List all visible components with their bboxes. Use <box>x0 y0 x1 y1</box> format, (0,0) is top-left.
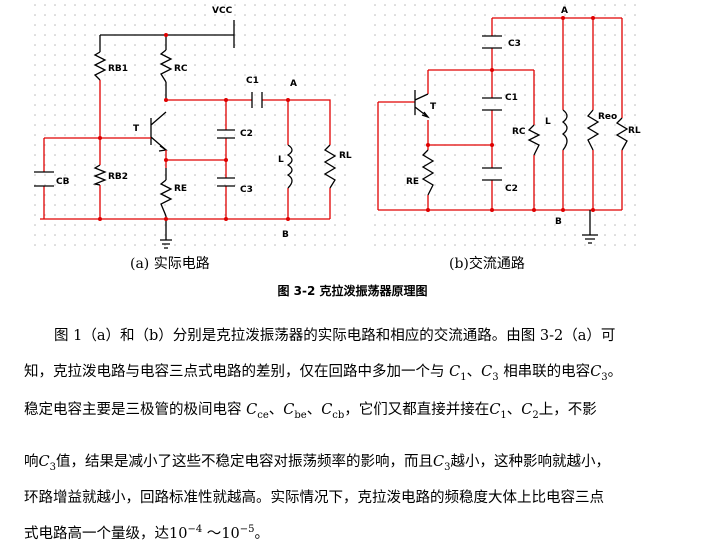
circuit-b <box>377 17 629 244</box>
label-a-t: T <box>133 124 140 134</box>
paragraph-line-5: 环路增益就越小，回路标准性就越高。实际情况下，克拉泼电路的频稳度大体上比电容三点 <box>24 490 604 506</box>
label-a-cb: CB <box>56 177 70 187</box>
paragraph-line-6: 式电路高一个量级，达10−4 ～10−5。 <box>24 524 270 542</box>
label-b-reo: Reo <box>598 112 617 122</box>
label-a-l: L <box>278 155 284 165</box>
label-a-c2: C2 <box>240 129 253 139</box>
sublabel-b: (b)交流通路 <box>449 255 525 272</box>
label-a-vcc: VCC <box>212 6 233 16</box>
paragraph-line-2: 知，克拉泼电路与电容三点式电路的差别，仅在回路中多加一个与 C1、C3 相串联的… <box>24 364 623 383</box>
paragraph-line-3: 稳定电容主要是三极管的极间电容 Cce、Cbe、Ccb，它们又都直接并接在C1、… <box>24 402 597 421</box>
label-b-rc: RC <box>512 127 526 137</box>
label-b-node-b: B <box>555 217 562 227</box>
label-b-t: T <box>430 102 437 112</box>
label-b-re: RE <box>406 177 419 187</box>
label-a-rc: RC <box>174 64 188 74</box>
paragraph-line-1: 图 1（a）和（b）分别是克拉泼振荡器的实际电路和相应的交流通路。由图 3-2（… <box>54 328 616 344</box>
grid-b <box>372 0 640 248</box>
label-b-c1: C1 <box>505 93 518 103</box>
label-b-rl: RL <box>628 126 641 136</box>
label-a-c3: C3 <box>240 185 253 195</box>
label-a-node-a: A <box>290 79 297 89</box>
label-a-node-b: B <box>282 230 289 240</box>
circuit-a <box>34 20 337 249</box>
circuit-figure: VCC RB1 RC C1 A T C2 CB RB2 L RL RE C3 B <box>32 0 641 272</box>
label-a-c1: C1 <box>246 76 259 86</box>
junction-dots-a <box>98 33 290 221</box>
paragraph-line-4: 响C3值，结果是减小了这些不稳定电容对振荡频率的影响，而且C3越小，这种影响就越… <box>24 454 610 473</box>
label-a-rb2: RB2 <box>108 172 128 182</box>
label-a-rb1: RB1 <box>108 64 128 74</box>
circuit-diagrams: VCC RB1 RC C1 A T C2 CB RB2 L RL RE C3 B <box>32 0 641 272</box>
label-b-l: L <box>545 117 551 127</box>
sublabel-a: (a) 实际电路 <box>130 256 210 272</box>
label-a-rl: RL <box>339 151 352 161</box>
junction-dots-b <box>426 16 595 212</box>
label-b-c3: C3 <box>508 39 521 49</box>
label-a-re: RE <box>174 184 187 194</box>
grid-a <box>32 0 354 248</box>
figure-caption: 图 3-2 克拉泼振荡器原理图 <box>277 284 428 298</box>
label-b-c2: C2 <box>505 184 518 194</box>
label-b-node-a: A <box>561 6 568 16</box>
